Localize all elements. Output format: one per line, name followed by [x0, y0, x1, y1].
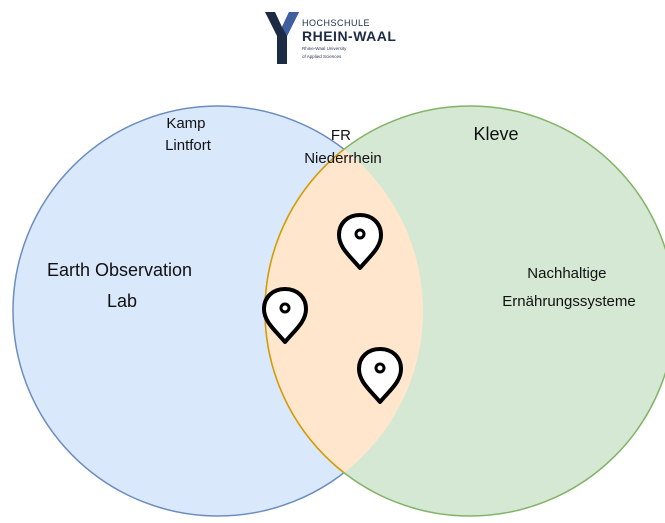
map-pin-icon	[357, 347, 403, 404]
label-earth-observation-lab: Earth Observation Lab	[47, 260, 197, 311]
university-logo: HOCHSCHULE RHEIN-WAAL Rhine-Waal Univers…	[265, 10, 415, 85]
logo-line-hochschule: HOCHSCHULE	[302, 18, 371, 28]
label-kamp-lintfort: Kamp Lintfort	[165, 115, 212, 154]
logo-wordmark: HOCHSCHULE RHEIN-WAAL Rhine-Waal Univers…	[302, 18, 417, 60]
logo-line-subtitle-2: of Applied Sciences	[302, 54, 342, 59]
logo-line-subtitle-1: Rhine-Waal University	[302, 46, 347, 51]
map-pin-icon	[337, 213, 383, 270]
label-fr-niederrhein: FR Niederrhein	[304, 127, 382, 167]
logo-line-rhein-waal: RHEIN-WAAL	[302, 28, 397, 44]
label-nachhaltige-ernaehrungssysteme: Nachhaltige Ernährungssysteme	[502, 265, 635, 310]
label-kleve: Kleve	[473, 124, 518, 144]
logo-mark-icon	[265, 12, 299, 64]
map-pin-icon	[262, 287, 308, 344]
